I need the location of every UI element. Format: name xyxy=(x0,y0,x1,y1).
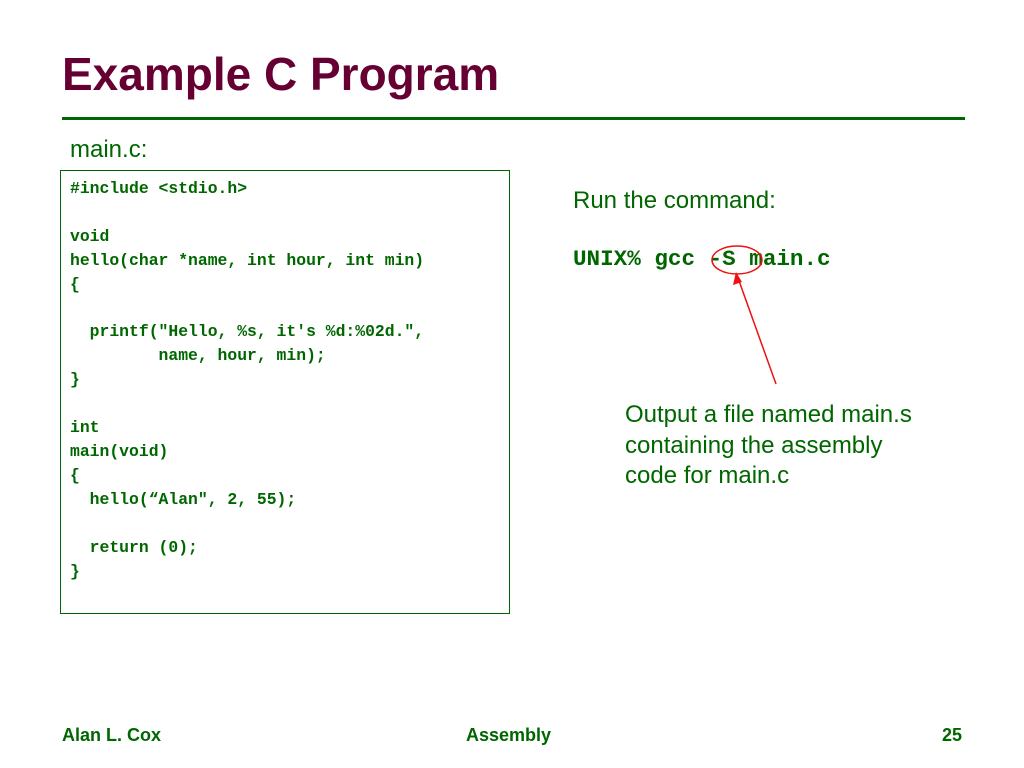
code-box: #include <stdio.h> void hello(char *name… xyxy=(60,170,510,614)
code-line: return (0); xyxy=(70,537,198,557)
callout-text: Output a file named main.s containing the… xyxy=(625,400,945,492)
callout-line: code for main.c xyxy=(625,462,790,489)
code-line: } xyxy=(70,370,80,390)
page-number: 25 xyxy=(941,725,962,745)
slide-title: Example C Program xyxy=(62,48,500,100)
title-divider xyxy=(62,117,965,120)
run-command-label: Run the command: xyxy=(573,187,776,214)
file-label: main.c: xyxy=(70,136,148,163)
command-text: UNIX% gcc -S main.c xyxy=(573,246,831,272)
code-line: int xyxy=(70,418,100,438)
code-line: #include <stdio.h> xyxy=(70,179,248,198)
code-line: } xyxy=(70,561,80,581)
footer-author: Alan L. Cox xyxy=(62,725,162,745)
callout-line: containing the assembly xyxy=(625,431,883,459)
code-line: { xyxy=(70,274,80,294)
footer-topic: Assembly xyxy=(466,725,552,745)
callout-arrow-line xyxy=(737,277,777,385)
code-line: hello(“Alan", 2, 55); xyxy=(70,489,297,509)
code-line: hello(char *name, int hour, int min) xyxy=(70,250,425,270)
code-line: printf("Hello, %s, it's %d:%02d.", xyxy=(70,322,425,342)
callout-arrow-head xyxy=(733,272,742,285)
code-listing: #include <stdio.h> void hello(char *name… xyxy=(70,177,424,583)
code-line: { xyxy=(70,465,80,485)
callout-line: Output a file named main.s xyxy=(625,401,912,428)
code-line: name, hour, min); xyxy=(70,346,326,366)
code-line: void xyxy=(70,226,110,246)
code-line: main(void) xyxy=(70,441,169,461)
